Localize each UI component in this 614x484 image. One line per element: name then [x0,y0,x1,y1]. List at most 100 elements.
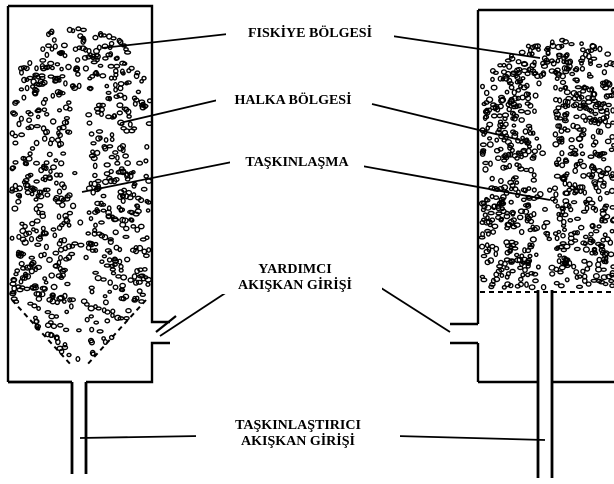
particle [65,117,70,120]
particle [509,85,513,89]
particle [118,82,123,86]
particle [10,166,14,170]
particle [502,70,507,74]
particle [44,281,47,284]
particle [500,274,503,278]
particle [116,56,120,60]
particle [581,269,585,273]
particle [104,163,110,167]
particle [575,86,581,89]
particle [76,27,81,31]
particle [483,167,488,172]
particle [76,72,80,76]
particle [71,29,74,33]
particle [73,47,77,51]
particle [491,85,497,90]
particle [45,193,50,197]
particle [101,209,105,212]
particle [40,287,46,291]
particle [29,269,34,274]
particle [481,84,485,88]
particle [560,151,564,156]
particle [88,77,92,80]
particle [55,181,58,185]
particle [480,244,485,249]
particle [110,76,114,80]
particle [537,265,541,269]
particle [575,217,581,220]
particle [599,196,602,201]
particle [583,190,586,195]
particle [34,292,40,296]
particle [610,189,614,194]
particle [543,208,548,212]
particle [510,270,515,273]
particle [121,199,125,204]
particle [69,252,75,255]
particle [35,243,41,246]
particle [519,278,523,282]
particle [17,288,23,292]
particle [25,191,30,195]
particle [27,118,32,122]
particle [104,300,109,305]
particle [594,230,599,233]
particle [51,228,56,231]
particle [63,54,67,58]
particle [22,95,26,100]
particle [123,96,127,101]
particle [59,256,63,261]
left-particle-bed [10,27,152,361]
particle [522,198,526,201]
label-taskinlastirici-akiskan: TAŞKINLAŞTIRICI AKIŞKAN GİRİŞİ [196,418,400,450]
particle [540,151,545,155]
particle [94,243,98,246]
particle [142,187,147,191]
particle [118,86,123,91]
particle [78,243,84,247]
particle [146,283,150,287]
particle [544,221,550,225]
particle [488,212,494,215]
particle [513,247,518,250]
particle [91,142,96,145]
particle [34,161,40,165]
particle [602,70,606,75]
particle [102,255,106,258]
particle [527,44,531,48]
particle [104,340,108,345]
particle [64,197,70,201]
particle [111,309,115,313]
particle [60,67,63,70]
particle [579,144,582,148]
particle [85,318,89,322]
particle [593,140,597,144]
particle [603,233,607,237]
particle [512,113,515,116]
particle [488,137,492,140]
particle [589,59,593,63]
particle [492,114,497,118]
particle [91,156,97,160]
leader-tasktirici-right [396,436,545,440]
particle [55,336,59,340]
particle [76,357,80,362]
particle [542,64,548,68]
particle [51,119,56,124]
particle [91,61,97,64]
particle [603,283,607,286]
particle [507,107,511,111]
particle [528,127,531,131]
particle [492,224,498,228]
particle [144,175,148,178]
particle [45,113,49,116]
particle [584,235,588,238]
particle [58,189,62,194]
particle [571,123,575,128]
particle [144,254,149,257]
particle [37,204,43,208]
leader-tasktirici-left [80,436,200,438]
particle [141,277,145,281]
particle [107,34,112,39]
particle [532,173,536,177]
